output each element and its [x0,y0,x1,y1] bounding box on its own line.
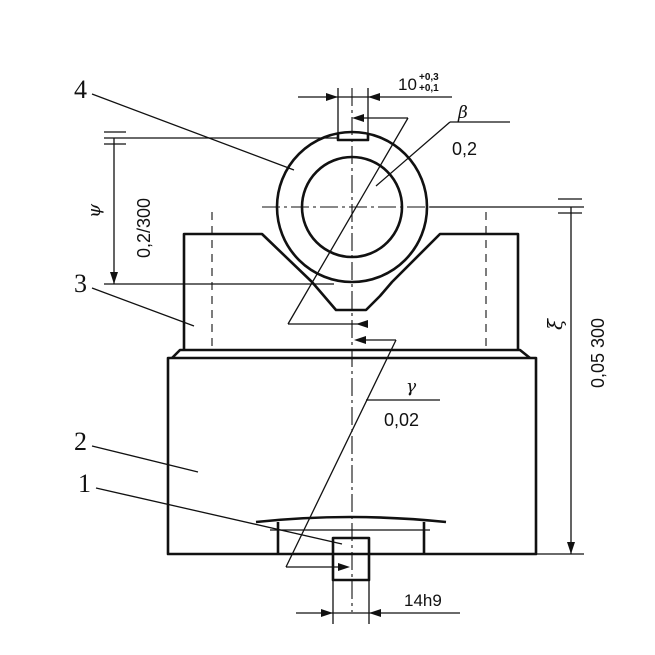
key-width-dimension [296,580,460,624]
slot-tol-upper: +0,3 [419,72,439,83]
callout-leaders [91,93,343,545]
base-bottom-slot [255,515,447,554]
callout-2: 2 [74,427,87,456]
xi-symbol: ξ [543,318,567,330]
v-block [182,212,520,350]
key-part [331,536,371,582]
callout-3: 3 [74,269,87,298]
gamma-symbol: γ [406,377,417,397]
right-vertical-value: 0,05 300 [588,318,608,388]
beta-leader [287,114,510,328]
key-width-value: 14h9 [404,591,442,610]
gamma-value: 0,02 [384,410,419,430]
center-lines [262,88,442,612]
slot-width-dimension [298,88,452,134]
left-vertical-value: 0,2/300 [134,198,154,258]
slot-tol-lower: +0,1 [419,83,439,94]
psi-symbol: ψ [84,203,105,218]
beta-symbol: β [457,103,468,123]
beta-value: 0,2 [452,139,477,159]
callout-4: 4 [74,75,87,104]
left-vertical-dimension [104,131,338,285]
right-vertical-dimension [430,198,584,555]
gamma-leader [285,336,440,571]
slot-width-value: 10 [398,75,417,94]
callout-1: 1 [78,469,91,498]
